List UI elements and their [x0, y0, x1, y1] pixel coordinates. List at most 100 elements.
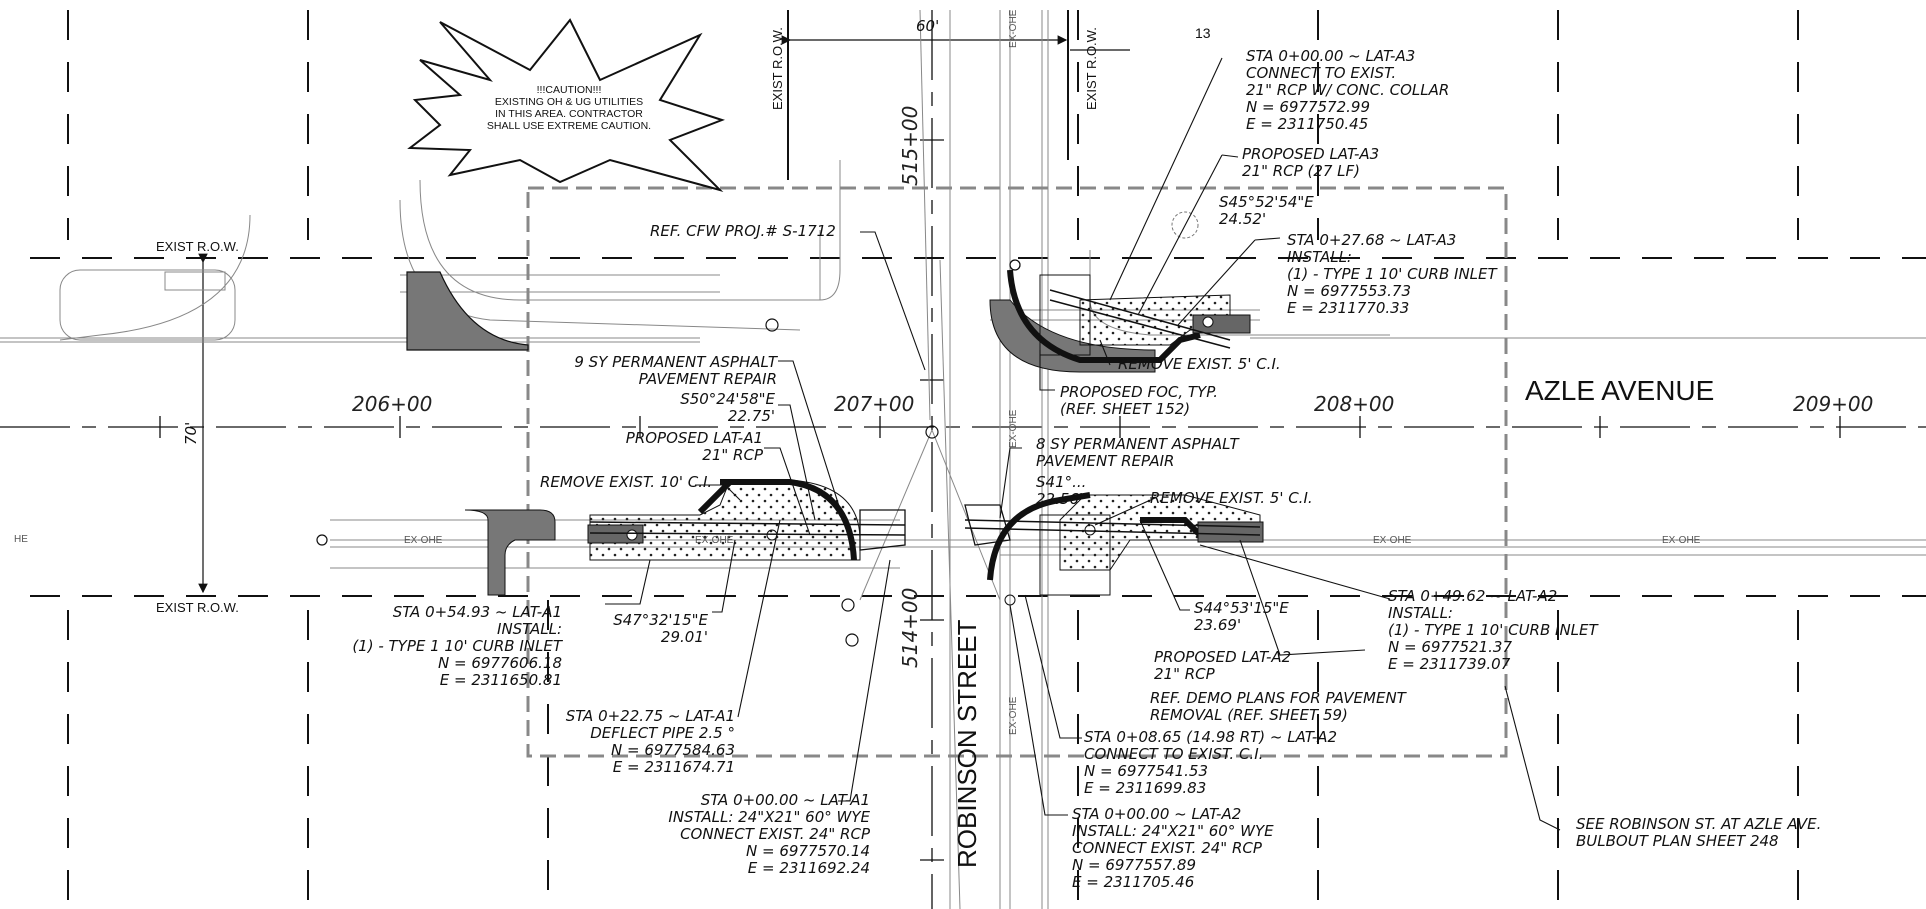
- note-bulbout: SEE ROBINSON ST. AT AZLE AVE.BULBOUT PLA…: [1576, 816, 1821, 850]
- note-foc: PROPOSED FOC, TYP.(REF. SHEET 152): [1060, 384, 1218, 418]
- note-line: E = 2311750.45: [1246, 115, 1369, 133]
- note-line: N = 6977541.53: [1084, 762, 1208, 780]
- note-line: INSTALL: 24"X21" 60° WYE: [668, 808, 870, 826]
- row-label-bottom: EXIST R.O.W.: [156, 600, 239, 615]
- station-207: 207+00: [834, 392, 915, 416]
- note-line: S44°53'15"E: [1194, 599, 1289, 617]
- note-line: (1) - TYPE 1 10' CURB INLET: [352, 637, 562, 655]
- caution-starburst: [407, 18, 726, 192]
- station-209: 209+00: [1793, 392, 1874, 416]
- note-line: E = 2311692.24: [747, 859, 870, 877]
- note-line: STA 0+27.68 ~ LAT-A3: [1287, 231, 1457, 249]
- note-line: E = 2311674.71: [612, 758, 735, 776]
- dim-70: 70': [182, 421, 200, 445]
- note-line: PAVEMENT REPAIR: [1036, 452, 1175, 470]
- note-line: CONNECT EXIST. 24" RCP: [1072, 839, 1262, 857]
- note-line: CONNECT TO EXIST. C.I.: [1084, 745, 1264, 763]
- note-line: S41°...: [1036, 473, 1087, 491]
- street-label-azle: AZLE AVENUE: [1525, 375, 1715, 406]
- note-line: STA 0+00.00 ~ LAT-A1: [700, 791, 870, 809]
- note-line: N = 6977557.89: [1072, 856, 1196, 874]
- note-line: STA 0+54.93 ~ LAT-A1: [392, 603, 562, 621]
- note-line: PROPOSED LAT-A2: [1154, 648, 1292, 666]
- work-limit-box: [526, 186, 1508, 758]
- sheet-number: 13: [1195, 25, 1211, 41]
- note-line: DEFLECT PIPE 2.5 °: [590, 724, 735, 742]
- ohe-label-n: EX-OHE: [1008, 9, 1019, 48]
- note-line: 29.01': [660, 628, 708, 646]
- note-remove-se: REMOVE EXIST. 5' C.I.: [1150, 489, 1313, 507]
- note-line: E = 2311699.83: [1084, 779, 1207, 797]
- station-208: 208+00: [1314, 392, 1395, 416]
- ohe-label-e2: EX-OHE: [1662, 535, 1701, 546]
- station-514: 514+00: [898, 587, 922, 668]
- note-line: 21" RCP: [1154, 665, 1215, 683]
- note-line: 9 SY PERMANENT ASPHALT: [574, 353, 777, 371]
- azle-centerline: [0, 416, 1926, 438]
- note-line: 24.52': [1219, 210, 1267, 228]
- note-remove-w: REMOVE EXIST. 10' C.I.: [540, 473, 713, 491]
- caution-line1: !!!CAUTION!!!: [536, 84, 602, 96]
- note-line: N = 6977606.18: [438, 654, 562, 672]
- note-line: E = 2311650.81: [439, 671, 562, 689]
- note-bearing-a2-top: S41°...22.56': [1036, 474, 1086, 508]
- note-line: 22.56': [1036, 490, 1084, 508]
- note-line: 21" RCP: [702, 446, 763, 464]
- note-line: 21" RCP (27 LF): [1242, 162, 1361, 180]
- note-line: INSTALL:: [1388, 604, 1453, 622]
- note-line: STA 0+00.00 ~ LAT-A3: [1246, 47, 1416, 65]
- caution-line2: EXISTING OH & UG UTILITIES: [494, 96, 644, 108]
- lat-a1-area: [464, 479, 906, 596]
- ohe-label-mid: EX-OHE: [1008, 409, 1019, 448]
- note-line: STA 0+00.00 ~ LAT-A2: [1072, 805, 1242, 823]
- note-line: N = 6977553.73: [1287, 282, 1411, 300]
- ohe-label-s: EX-OHE: [1008, 696, 1019, 735]
- note-line: N = 6977572.99: [1246, 98, 1370, 116]
- note-line: PAVEMENT REPAIR: [638, 370, 777, 388]
- note-line: CONNECT EXIST. 24" RCP: [680, 825, 870, 843]
- note-line: PROPOSED LAT-A3: [1242, 145, 1380, 163]
- note-line: STA 0+08.65 (14.98 RT) ~ LAT-A2: [1084, 728, 1338, 746]
- note-line: PROPOSED LAT-A1: [625, 429, 763, 447]
- row-label-top: EXIST R.O.W.: [156, 239, 239, 254]
- note-line: BULBOUT PLAN SHEET 248: [1576, 832, 1779, 850]
- row-label-vert-right: EXIST R.O.W.: [1084, 27, 1099, 110]
- note-ref-cfw: REF. CFW PROJ.# S-1712: [650, 222, 836, 240]
- station-206: 206+00: [352, 392, 433, 416]
- lat-a2-area: [964, 492, 1264, 606]
- note-line: CONNECT TO EXIST.: [1246, 64, 1397, 82]
- row-lines: [30, 10, 1926, 900]
- note-line: STA 0+22.75 ~ LAT-A1: [565, 707, 735, 725]
- note-line: (1) - TYPE 1 10' CURB INLET: [1388, 621, 1598, 639]
- note-line: REMOVAL (REF. SHEET 59): [1150, 706, 1348, 724]
- he-label: HE: [14, 534, 28, 545]
- ohe-label-c: EX-OHE: [695, 535, 734, 546]
- note-line: (REF. SHEET 152): [1060, 400, 1191, 418]
- row-label-vert-left: EXIST R.O.W.: [770, 27, 785, 110]
- note-line: N = 6977521.37: [1388, 638, 1512, 656]
- note-line: E = 2311705.46: [1072, 873, 1195, 891]
- note-line: SEE ROBINSON ST. AT AZLE AVE.: [1576, 815, 1822, 833]
- note-line: 21" RCP W/ CONC. COLLAR: [1246, 81, 1450, 99]
- note-line: E = 2311739.07: [1388, 655, 1511, 673]
- note-line: PROPOSED FOC, TYP.: [1060, 383, 1218, 401]
- note-line: (1) - TYPE 1 10' CURB INLET: [1287, 265, 1497, 283]
- note-line: N = 6977584.63: [611, 741, 735, 759]
